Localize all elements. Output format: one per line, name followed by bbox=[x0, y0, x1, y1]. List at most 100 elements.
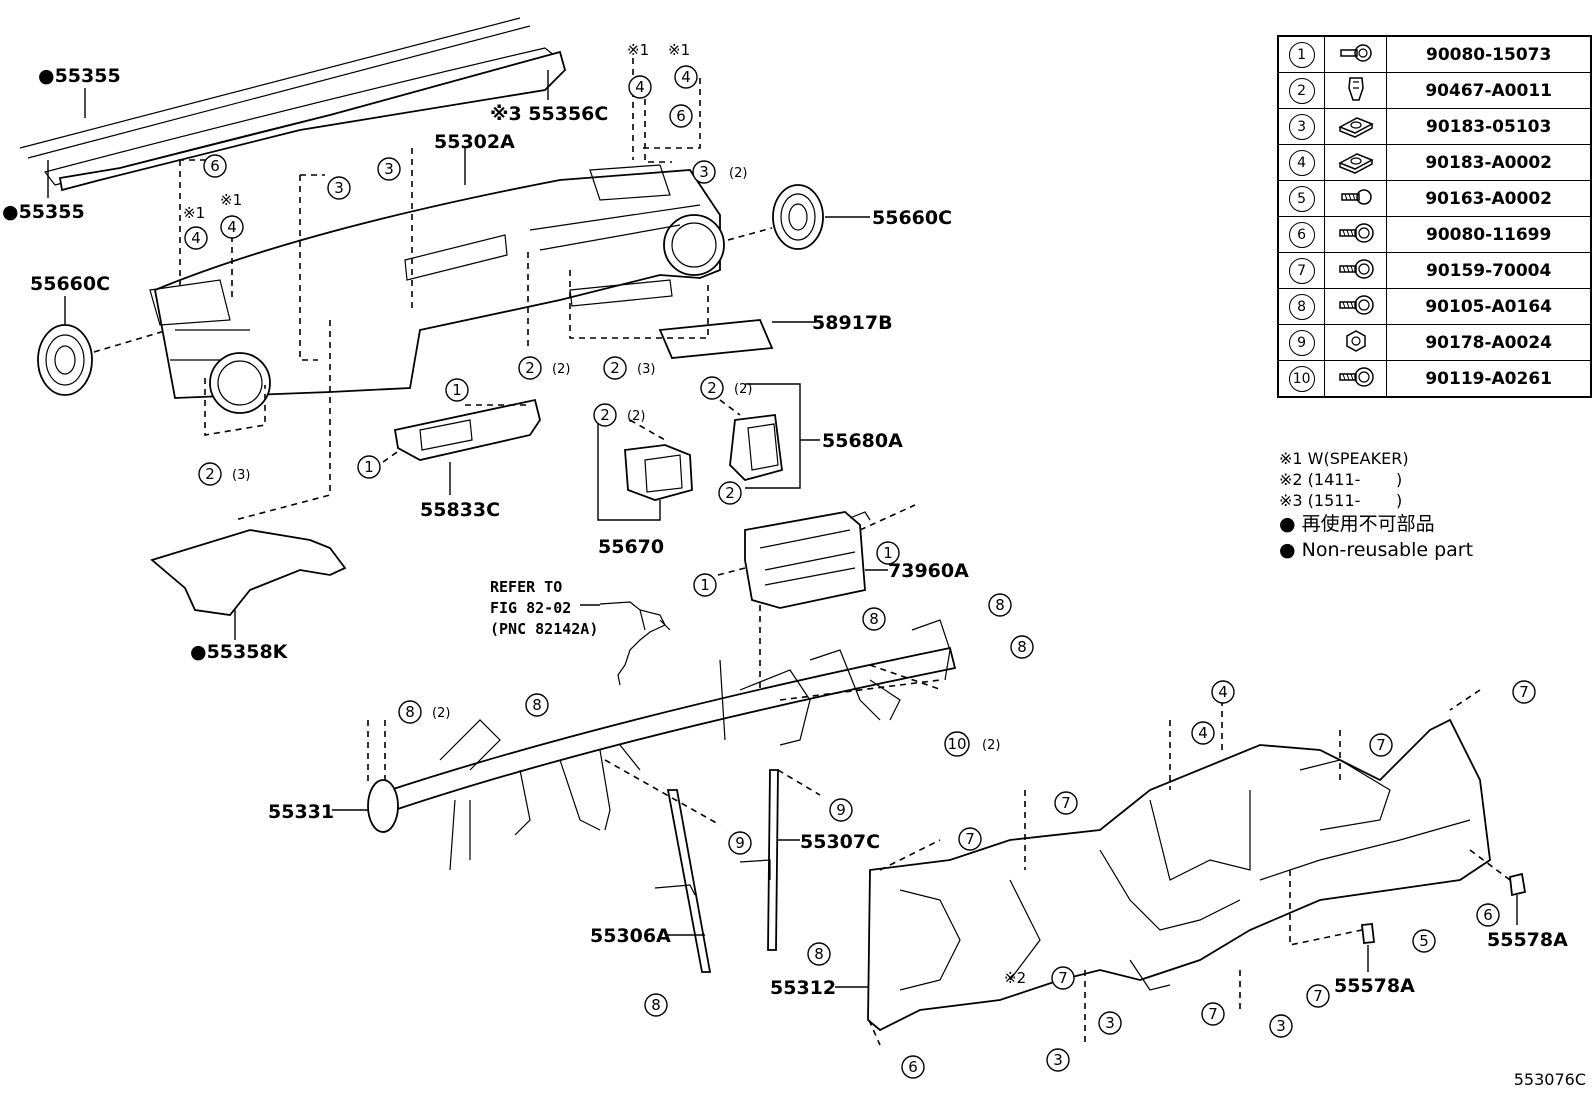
callout: 10 bbox=[944, 731, 970, 757]
svg-text:1: 1 bbox=[883, 544, 893, 562]
fastener-number: 3 bbox=[1277, 108, 1326, 145]
note-date-1511: ※3 (1511- ) bbox=[1279, 491, 1403, 510]
clip-55578a-middle bbox=[1361, 923, 1375, 944]
callout: 4 bbox=[220, 215, 244, 239]
callout-qty: (3) bbox=[232, 468, 250, 483]
fastener-part-number: 90183-A0002 bbox=[1386, 144, 1592, 181]
svg-text:3: 3 bbox=[699, 163, 709, 181]
callout: 4 bbox=[184, 226, 208, 250]
label-55670: 55670 bbox=[598, 536, 664, 558]
star1-note-c: ※1 bbox=[183, 204, 205, 222]
table-row: 7 90159-70004 bbox=[1277, 252, 1592, 289]
svg-text:1: 1 bbox=[452, 381, 462, 399]
svg-text:4: 4 bbox=[191, 229, 201, 247]
callout-qty: (2) bbox=[734, 382, 752, 397]
molding-55355 bbox=[19, 17, 567, 192]
svg-text:9: 9 bbox=[735, 834, 745, 852]
svg-text:10: 10 bbox=[947, 735, 966, 753]
label-55312: 55312 bbox=[770, 977, 836, 999]
svg-text:6: 6 bbox=[908, 1058, 918, 1076]
fastener-part-number: 90159-70004 bbox=[1386, 252, 1592, 289]
wiring-harness bbox=[599, 601, 671, 686]
svg-text:3: 3 bbox=[1053, 1051, 1063, 1069]
callout: 3 bbox=[692, 160, 716, 184]
screw-grommet-icon bbox=[1324, 35, 1388, 73]
callout-qty: (2) bbox=[982, 738, 1000, 753]
speaker-55660c-left bbox=[37, 324, 93, 396]
label-55355-bottom: ●55355 bbox=[2, 201, 85, 223]
svg-text:4: 4 bbox=[1198, 724, 1208, 742]
callout: 3 bbox=[1098, 1011, 1122, 1035]
nut-clip-icon bbox=[1324, 144, 1388, 181]
svg-text:1: 1 bbox=[700, 576, 710, 594]
note-date-1411: ※2 (1411- ) bbox=[1279, 470, 1403, 489]
register-55833c bbox=[393, 398, 541, 461]
svg-text:3: 3 bbox=[384, 160, 394, 178]
nut-icon bbox=[1324, 324, 1388, 361]
svg-text:1: 1 bbox=[364, 458, 374, 476]
table-row: 8 90105-A0164 bbox=[1277, 288, 1592, 325]
svg-text:8: 8 bbox=[814, 945, 824, 963]
callout-qty: (2) bbox=[729, 166, 747, 181]
svg-text:5: 5 bbox=[1419, 932, 1429, 950]
callout: 6 bbox=[669, 104, 693, 128]
fastener-number: 5 bbox=[1277, 180, 1326, 217]
notes-block: ※1 W(SPEAKER) ※2 (1411- ) ※3 (1511- ) ● … bbox=[1279, 448, 1473, 563]
svg-text:7: 7 bbox=[1376, 736, 1386, 754]
bolt-washer-icon bbox=[1324, 252, 1388, 289]
callout: 3 bbox=[377, 157, 401, 181]
callout: 4 bbox=[674, 65, 698, 89]
fastener-part-number: 90105-A0164 bbox=[1386, 288, 1592, 325]
svg-text:3: 3 bbox=[1105, 1014, 1115, 1032]
star1-note-d: ※1 bbox=[220, 191, 242, 209]
brace-55307c bbox=[767, 769, 779, 951]
callout: 7 bbox=[1512, 680, 1536, 704]
speaker-55660c-right bbox=[772, 184, 824, 250]
callout: 6 bbox=[1476, 903, 1500, 927]
register-55670 bbox=[624, 444, 693, 501]
callout: 1 bbox=[876, 541, 900, 565]
fastener-number-circle: 10 bbox=[1288, 365, 1315, 392]
callout: 7 bbox=[958, 827, 982, 851]
callout-qty: (3) bbox=[637, 362, 655, 377]
fastener-number: 8 bbox=[1277, 288, 1326, 325]
refer-text-3: (PNC 82142A) bbox=[490, 620, 598, 638]
fastener-number-circle: 7 bbox=[1288, 257, 1315, 284]
fastener-part-number: 90467-A0011 bbox=[1386, 72, 1592, 109]
svg-text:8: 8 bbox=[1017, 638, 1027, 656]
callout: 8 bbox=[525, 693, 549, 717]
callout: 5 bbox=[1412, 929, 1436, 953]
svg-text:4: 4 bbox=[635, 78, 645, 96]
fastener-part-number: 90178-A0024 bbox=[1386, 324, 1592, 361]
label-55307c: 55307C bbox=[800, 831, 880, 853]
svg-text:7: 7 bbox=[1519, 683, 1529, 701]
svg-text:7: 7 bbox=[965, 830, 975, 848]
fastener-number-circle: 3 bbox=[1288, 113, 1315, 140]
label-55660c-left: 55660C bbox=[30, 273, 110, 295]
refer-text-1: REFER TO bbox=[490, 578, 562, 596]
svg-text:7: 7 bbox=[1313, 987, 1323, 1005]
svg-text:2: 2 bbox=[707, 379, 717, 397]
display-unit-73960a bbox=[744, 511, 871, 609]
svg-text:6: 6 bbox=[676, 107, 686, 125]
callout: 2 bbox=[603, 356, 627, 380]
callout: 1 bbox=[357, 455, 381, 479]
callout: 2 bbox=[518, 356, 542, 380]
callout: 6 bbox=[203, 154, 227, 178]
label-55331: 55331 bbox=[268, 801, 334, 823]
callout: 9 bbox=[728, 831, 752, 855]
fastener-number-circle: 8 bbox=[1288, 293, 1315, 320]
fastener-number: 2 bbox=[1277, 72, 1326, 109]
duct-55358k bbox=[150, 529, 347, 616]
svg-text:7: 7 bbox=[1058, 969, 1068, 987]
label-55306a: 55306A bbox=[590, 925, 671, 947]
lower-panel-55312 bbox=[867, 718, 1491, 1032]
fastener-number: 7 bbox=[1277, 252, 1326, 289]
svg-text:7: 7 bbox=[1208, 1005, 1218, 1023]
callout: 7 bbox=[1051, 966, 1075, 990]
